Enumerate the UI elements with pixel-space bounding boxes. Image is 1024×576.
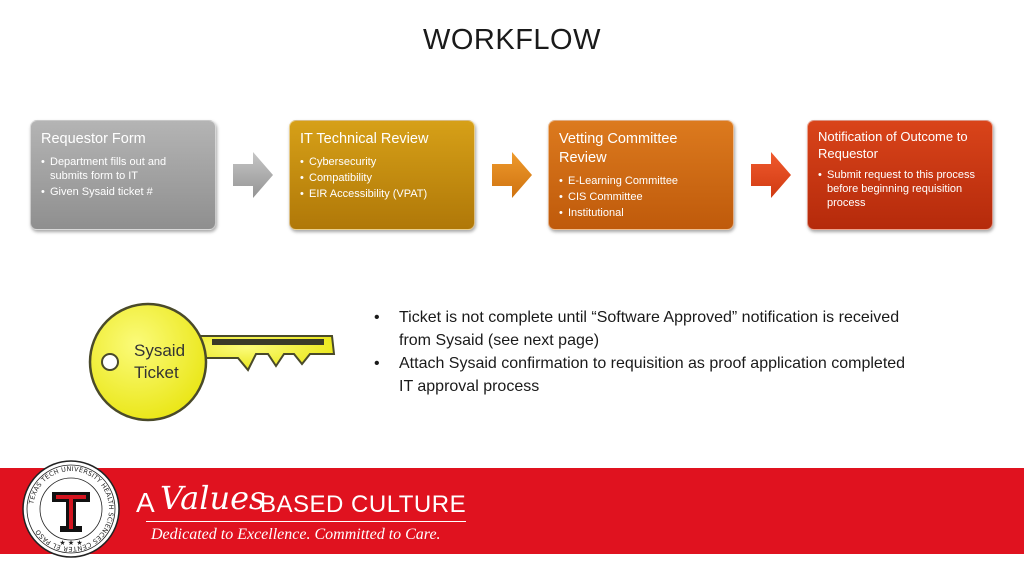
- svg-text:★ ★ ★: ★ ★ ★: [59, 539, 82, 547]
- key-label-line: Ticket: [134, 363, 179, 382]
- step-bullet: Compatibility: [300, 171, 464, 185]
- step-bullet: E-Learning Committee: [559, 174, 723, 188]
- tagline-divider: [146, 521, 466, 522]
- step-bullet: Cybersecurity: [300, 155, 464, 169]
- step-bullets: Submit request to this process before be…: [818, 168, 982, 210]
- workflow-step-vetting-committee-review: Vetting Committee Review E-Learning Comm…: [548, 120, 734, 230]
- workflow-step-it-technical-review: IT Technical Review Cybersecurity Compat…: [289, 120, 475, 230]
- step-bullet: Submit request to this process before be…: [818, 168, 982, 210]
- arrow-right-icon: [492, 152, 532, 198]
- tagline-culture: BASED CULTURE: [260, 491, 467, 518]
- tagline-subtitle: Dedicated to Excellence. Committed to Ca…: [151, 526, 441, 543]
- university-seal-logo: TEXAS TECH UNIVERSITY HEALTH SCIENCES CE…: [22, 460, 120, 558]
- step-title: IT Technical Review: [300, 131, 429, 147]
- note-item: Ticket is not complete until “Software A…: [372, 306, 912, 352]
- footer-band: [0, 468, 1024, 554]
- tagline-values: Values: [160, 479, 266, 517]
- step-bullet: Department fills out and submits form to…: [41, 155, 205, 183]
- step-bullet: EIR Accessibility (VPAT): [300, 187, 464, 201]
- step-bullet: Given Sysaid ticket #: [41, 185, 205, 199]
- step-title: Vetting Committee Review: [559, 131, 678, 166]
- step-bullet: Institutional: [559, 206, 723, 220]
- key-icon: [88, 302, 336, 422]
- step-bullets: Department fills out and submits form to…: [41, 155, 205, 199]
- notes-list: Ticket is not complete until “Software A…: [372, 306, 912, 398]
- step-bullets: E-Learning Committee CIS Committee Insti…: [559, 174, 723, 220]
- workflow-step-requestor-form: Requestor Form Department fills out and …: [30, 120, 216, 230]
- workflow-step-notification-of-outcome: Notification of Outcome to Requestor Sub…: [807, 120, 993, 230]
- key-label: Sysaid Ticket: [134, 340, 185, 384]
- step-bullets: Cybersecurity Compatibility EIR Accessib…: [300, 155, 464, 201]
- arrow-right-icon: [751, 152, 791, 198]
- tagline-a: A: [136, 487, 155, 518]
- step-title: Notification of Outcome to Requestor: [818, 129, 968, 161]
- note-item: Attach Sysaid confirmation to requisitio…: [372, 352, 912, 398]
- arrow-right-icon: [233, 152, 273, 198]
- step-bullet: CIS Committee: [559, 190, 723, 204]
- step-title: Requestor Form: [41, 131, 146, 147]
- key-label-line: Sysaid: [134, 341, 186, 360]
- slide-title: WORKFLOW: [423, 24, 601, 56]
